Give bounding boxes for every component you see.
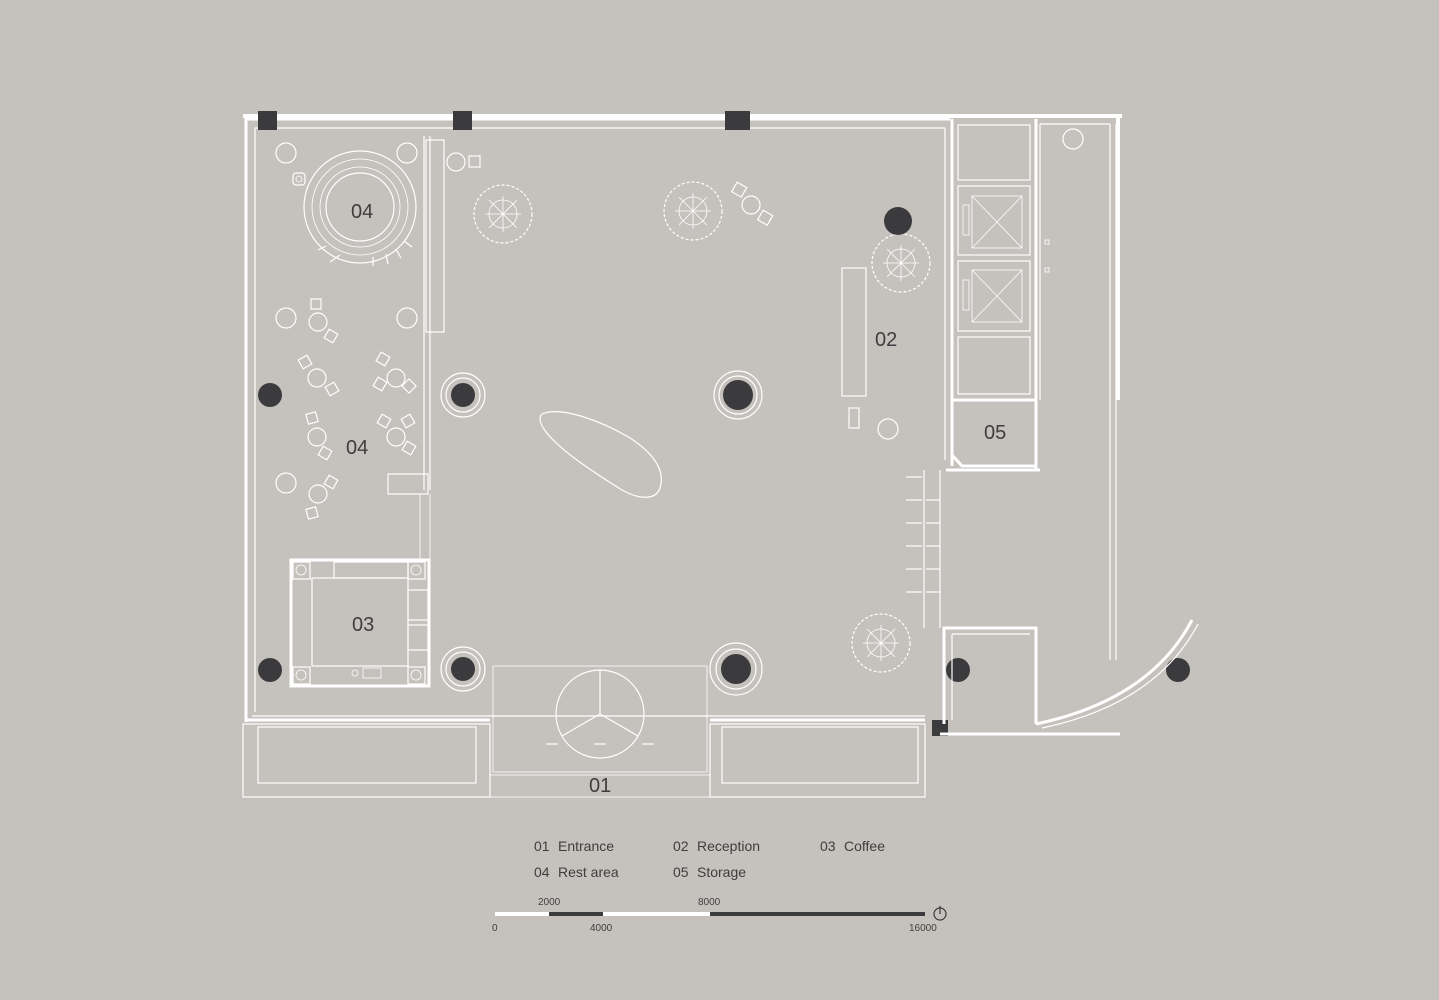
room-labels: 04 04 03 02 05 01: [346, 201, 1006, 797]
outer-walls: [243, 114, 1122, 722]
coffee-counter: [289, 558, 431, 688]
scale-tick-4000: 4000: [590, 923, 613, 934]
reception-desk: [841, 267, 899, 440]
rest-area-partition: [387, 136, 445, 560]
label-lounge-round: 04: [351, 201, 373, 223]
north-arrow-icon: [933, 906, 947, 921]
scale-bar: 2000 8000 0 4000 16000: [492, 897, 947, 934]
scale-tick-0: 0: [492, 923, 498, 934]
scale-tick-8000: 8000: [698, 897, 721, 908]
scale-tick-2000: 2000: [538, 897, 561, 908]
lounge-chairs: [446, 152, 774, 227]
plant-icon: [473, 184, 533, 244]
plant-icon: [663, 181, 723, 241]
service-core: [906, 119, 1199, 736]
label-entrance: 01: [589, 775, 611, 797]
plant-icon: [851, 613, 911, 673]
label-coffee: 03: [352, 614, 374, 636]
label-storage: 05: [984, 422, 1006, 444]
rest-area-furniture: [275, 298, 418, 520]
label-rest-area: 04: [346, 437, 368, 459]
columns: [258, 111, 1190, 736]
round-sofa: [275, 142, 418, 266]
entrance-planters: [242, 665, 926, 798]
plant-icon: [871, 233, 931, 293]
plants: [473, 181, 931, 673]
label-reception: 02: [875, 329, 897, 351]
scale-tick-16000: 16000: [909, 923, 937, 934]
freeform-rug: [539, 411, 662, 498]
